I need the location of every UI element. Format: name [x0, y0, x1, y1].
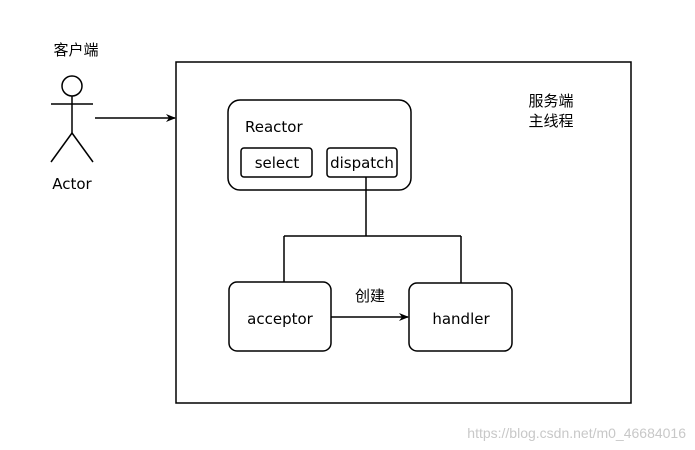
watermark-text: https://blog.csdn.net/m0_46684016: [467, 425, 686, 441]
actor-head: [61, 75, 83, 97]
client-label: 客户端: [53, 41, 98, 59]
select-label: select: [255, 154, 300, 172]
server-label-line2: 主线程: [528, 112, 573, 130]
server-label-line1: 服务端: [528, 92, 573, 110]
handler-label: handler: [432, 310, 490, 328]
dispatch-connector: [283, 177, 462, 283]
acceptor-label: acceptor: [247, 310, 313, 328]
reactor-title: Reactor: [245, 118, 303, 136]
actor-left-leg: [50, 132, 73, 163]
dispatch-box: [326, 147, 398, 178]
actor-label: Actor: [52, 175, 92, 193]
actor-figure: [50, 75, 94, 163]
actor-right-leg: [71, 132, 94, 163]
dispatch-label: dispatch: [330, 154, 394, 172]
create-label: 创建: [355, 287, 385, 305]
handler-box: [408, 282, 513, 352]
server-box: [175, 61, 632, 404]
select-box: [240, 147, 313, 178]
